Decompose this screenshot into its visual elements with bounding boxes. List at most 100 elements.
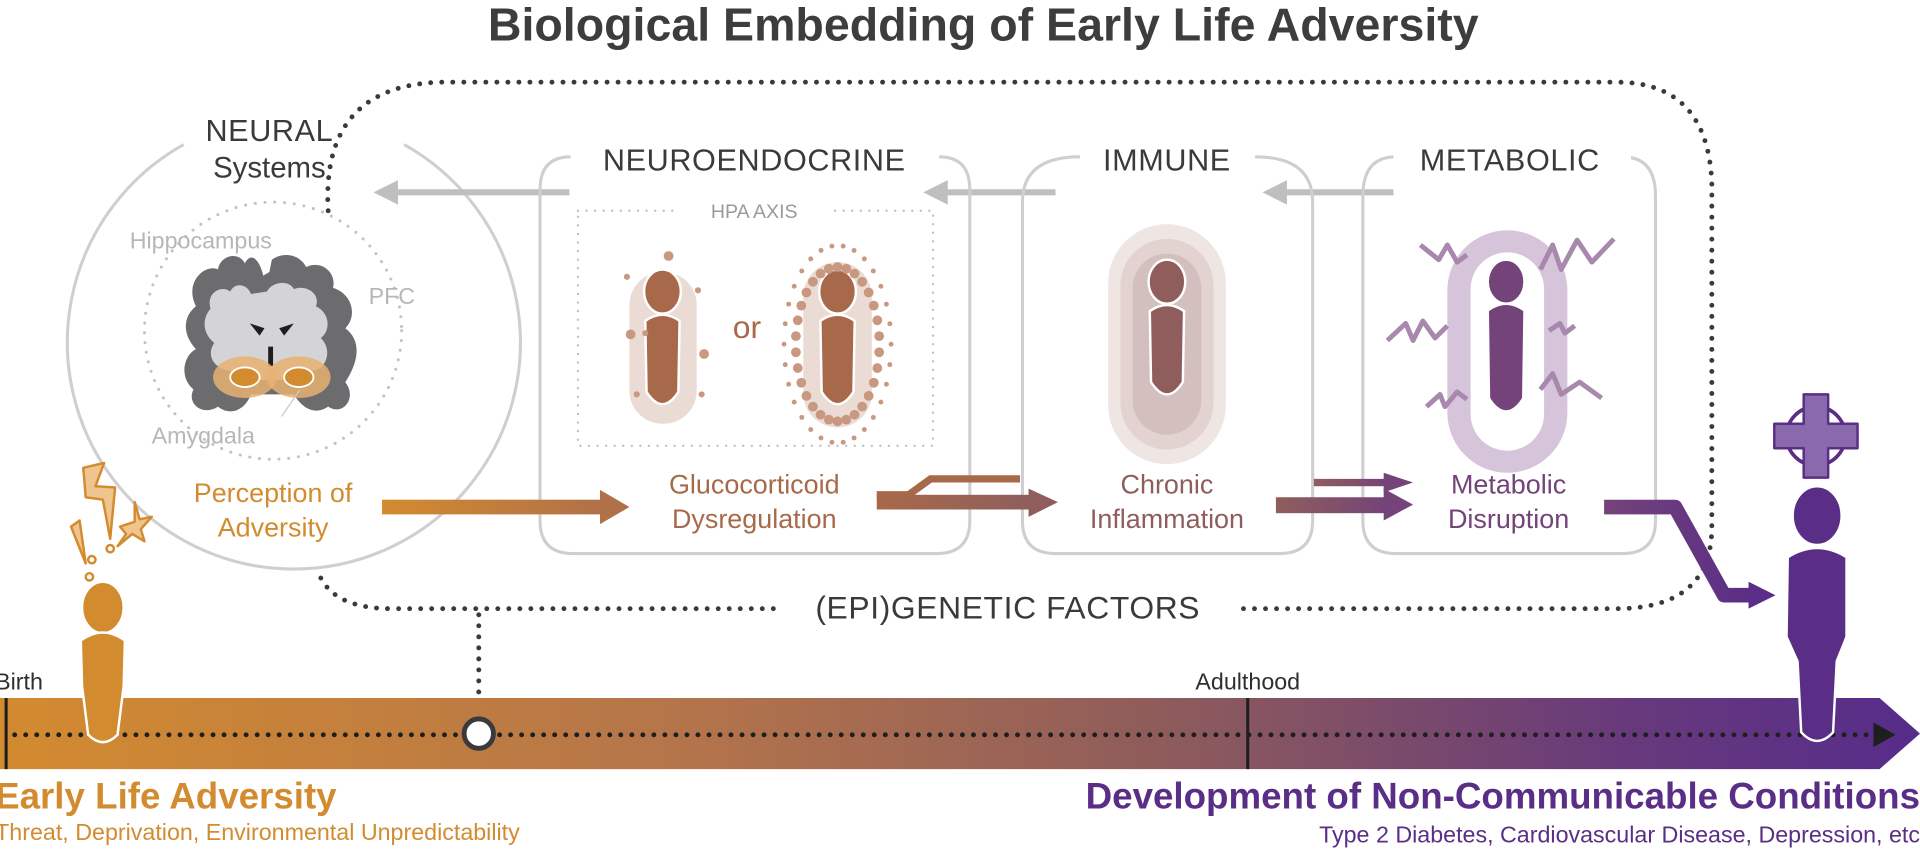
- hormone-dot: [840, 439, 846, 445]
- chronic-inflammation-line1: Chronic: [1121, 470, 1214, 500]
- hormone-dot: [791, 347, 801, 358]
- neural-title: NEURAL: [205, 114, 333, 148]
- hormone-dot: [829, 243, 835, 249]
- ncd-examples: Type 2 Diabetes, Cardiovascular Disease,…: [1319, 822, 1920, 848]
- epigenetic-loop: [325, 79, 1715, 612]
- metabolic-title: METABOLIC: [1420, 143, 1600, 177]
- hormone-dot: [799, 414, 805, 420]
- hormone-dot: [781, 341, 787, 347]
- timeline-arrowhead: [1873, 722, 1896, 748]
- hormone-dot: [861, 256, 867, 262]
- early-life-adversity-heading: Early Life Adversity: [0, 775, 337, 816]
- epigenetic-factors-label: (EPI)GENETIC FACTORS: [815, 589, 1200, 625]
- metabolic-disruption-line2: Disruption: [1448, 504, 1569, 534]
- hormone-dot: [840, 243, 846, 249]
- hormone-dot: [808, 401, 818, 412]
- adulthood-label: Adulthood: [1195, 668, 1300, 694]
- child-figure: [69, 461, 154, 744]
- distress-lightning-icon: [69, 461, 154, 565]
- hormone-dot: [829, 439, 835, 445]
- metabolic-disruption-line1: Metabolic: [1451, 470, 1566, 500]
- immune-title: IMMUNE: [1103, 143, 1231, 177]
- adult-body: [1785, 546, 1848, 743]
- neural-circle: [65, 143, 522, 571]
- hormone-dot: [782, 362, 788, 368]
- hormone-dot: [786, 301, 792, 307]
- hormone-dot: [857, 276, 868, 287]
- hormone-dot: [792, 363, 803, 373]
- hormone-dot: [796, 300, 807, 311]
- hormone-dot: [872, 315, 883, 326]
- ncd-heading: Development of Non-Communicable Conditio…: [1086, 775, 1920, 816]
- amygdala-label: Amygdala: [152, 422, 255, 448]
- hormone-dot: [818, 435, 824, 441]
- neuroendocrine-title: NEUROENDOCRINE: [603, 143, 906, 177]
- arrow-inflammation-to-metabolic: [1275, 472, 1414, 521]
- medical-cross-icon: [1773, 393, 1859, 479]
- hormone-dot: [887, 321, 893, 327]
- diagram-title: Biological Embedding of Early Life Adver…: [488, 0, 1479, 51]
- neural-systems-panel: NEURAL Systems Hippocampus PFC Amygdala …: [65, 114, 522, 571]
- early-life-adversity-examples: Threat, Deprivation, Environmental Unpre…: [0, 819, 520, 845]
- hormone-dot: [786, 381, 792, 387]
- hormone-dot: [841, 414, 852, 425]
- timeline-bar: [0, 698, 1920, 770]
- exposure-marker: [461, 716, 496, 751]
- hormone-dot: [861, 427, 867, 432]
- adult-head: [1791, 485, 1843, 547]
- hormone-dot: [874, 331, 885, 341]
- feedback-arrows: [373, 180, 1394, 205]
- person-hyper-cortisol-icon: [781, 243, 894, 445]
- adult-figure: [1773, 393, 1859, 743]
- brain-icon: [184, 255, 357, 417]
- hormone-dot: [857, 401, 868, 412]
- life-course-timeline: Birth Adulthood: [0, 668, 1920, 770]
- epigenetic-loop-left: [318, 575, 787, 612]
- hormone-dot: [832, 262, 843, 272]
- hormone-dot: [791, 331, 801, 341]
- stress-zigzags: [1385, 237, 1616, 410]
- hpa-axis-label: HPA AXIS: [711, 201, 798, 223]
- child-head: [80, 580, 125, 635]
- hormone-dot: [851, 247, 857, 253]
- hippocampus-label: Hippocampus: [130, 228, 272, 254]
- hormone-dot: [823, 263, 834, 274]
- hormone-dot: [801, 390, 812, 401]
- brain-region-circle: [142, 200, 404, 461]
- person-metabolic-disruption-icon: [1385, 230, 1616, 473]
- hormone-dot: [863, 287, 874, 298]
- pfc-label: PFC: [369, 283, 416, 309]
- arrow-glucocorticoid-to-inflammation: [876, 475, 1058, 517]
- hormone-dot: [887, 362, 893, 368]
- hormone-dot: [801, 287, 812, 298]
- hormone-dot: [808, 427, 814, 432]
- hormone-dot: [791, 399, 797, 405]
- hormone-dot: [872, 363, 883, 373]
- hormone-dot: [874, 347, 885, 358]
- neural-subtitle: Systems: [213, 152, 326, 185]
- hormone-dot: [870, 268, 876, 274]
- hormone-dot: [799, 268, 805, 274]
- perception-of-adversity-line1: Perception of: [194, 478, 353, 508]
- hormone-dot: [796, 377, 807, 388]
- hormone-dot: [883, 301, 889, 307]
- hormone-dot: [870, 414, 876, 420]
- hormone-dot: [849, 409, 860, 420]
- hormone-dot: [888, 341, 894, 347]
- hormone-dot: [823, 414, 834, 425]
- hormone-dot: [808, 276, 818, 287]
- person-inflamed-icon: [1108, 224, 1226, 465]
- hormone-dot: [818, 247, 824, 253]
- metabolic-panel: METABOLIC Metabolic Disruption: [1361, 143, 1658, 556]
- hormone-dot: [851, 435, 857, 441]
- cascade-arrows: [382, 472, 1776, 609]
- hormone-dot: [878, 283, 884, 289]
- hormone-dot: [792, 315, 803, 326]
- hormone-dot: [808, 256, 814, 262]
- hormone-dot: [815, 268, 826, 279]
- perception-of-adversity-line2: Adversity: [218, 512, 329, 542]
- hormone-dot: [868, 377, 879, 388]
- or-label: or: [733, 309, 762, 345]
